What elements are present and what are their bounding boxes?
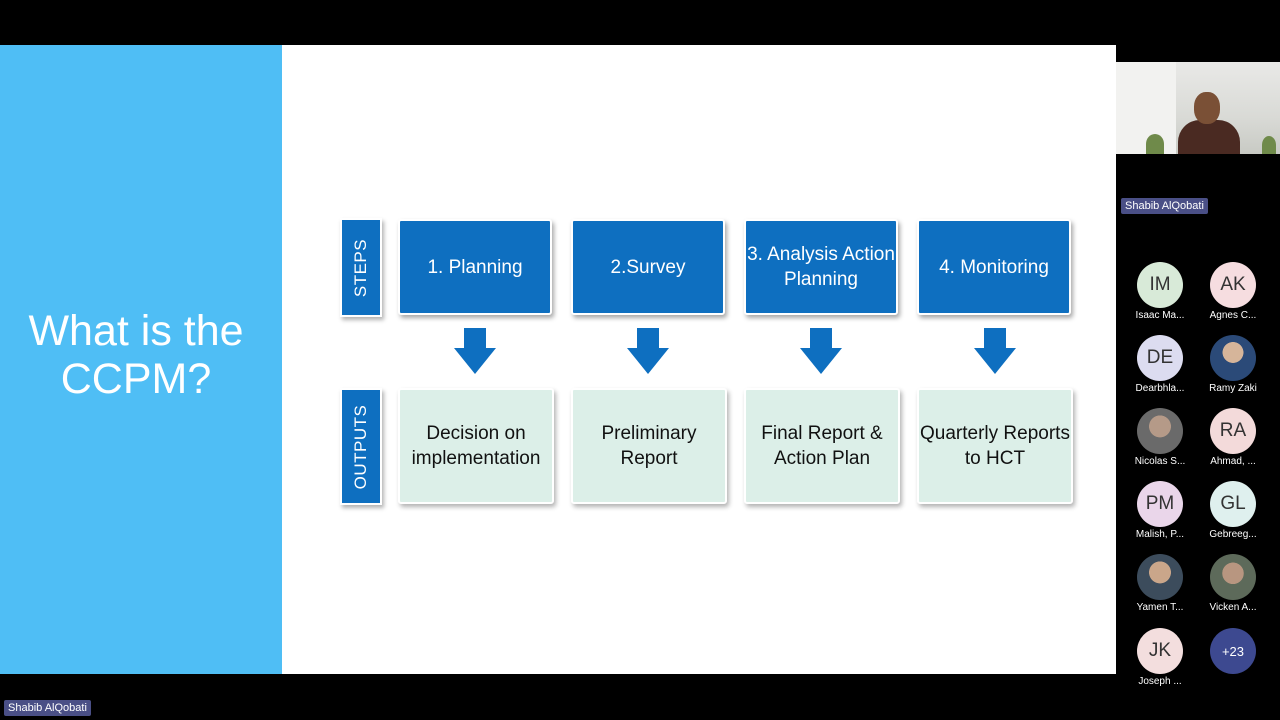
avatar: RA — [1210, 408, 1256, 454]
outputs-label-text: OUTPUTS — [351, 404, 370, 489]
participant-tile[interactable]: Vicken A... — [1198, 554, 1268, 624]
avatar: IM — [1137, 262, 1183, 308]
avatar: DE — [1137, 335, 1183, 381]
participant-name: Joseph ... — [1138, 676, 1182, 687]
participant-tile[interactable]: Ramy Zaki — [1198, 335, 1268, 405]
avatar: GL — [1210, 481, 1256, 527]
presenter-name-tag: Shabib AlQobati — [1121, 198, 1208, 214]
avatar: AK — [1210, 262, 1256, 308]
slide-title-panel: What is the CCPM? — [0, 45, 282, 674]
more-participants-button[interactable]: +23 — [1198, 628, 1268, 698]
participant-name: Isaac Ma... — [1135, 310, 1185, 321]
output-box-4: Quarterly Reports to HCT — [917, 388, 1073, 504]
participant-name: Malish, P... — [1135, 529, 1185, 540]
participant-tile[interactable]: Nicolas S... — [1125, 408, 1195, 478]
participant-name: Dearbhla... — [1135, 383, 1185, 394]
participant-tile[interactable]: RA Ahmad, ... — [1198, 408, 1268, 478]
participant-name: Agnes C... — [1209, 310, 1257, 321]
outputs-label: OUTPUTS — [340, 388, 382, 505]
avatar: PM — [1137, 481, 1183, 527]
avatar-photo — [1137, 554, 1183, 600]
participant-tile[interactable]: GL Gebreeg... — [1198, 481, 1268, 551]
avatar-photo — [1210, 335, 1256, 381]
step-box-1: 1. Planning — [398, 219, 552, 315]
slide-title: What is the CCPM? — [28, 307, 244, 403]
output-box-1: Decision on implementation — [398, 388, 554, 504]
participant-tile[interactable]: DE Dearbhla... — [1125, 335, 1195, 405]
output-box-3: Final Report & Action Plan — [744, 388, 900, 504]
plant-shape — [1262, 136, 1276, 154]
step-box-3: 3. Analysis Action Planning — [744, 219, 898, 315]
step-box-2: 2.Survey — [571, 219, 725, 315]
avatar: JK — [1137, 628, 1183, 674]
presenter-head — [1194, 92, 1220, 124]
participant-name: Vicken A... — [1209, 602, 1257, 613]
steps-label-text: STEPS — [351, 238, 370, 297]
participant-name: Yamen T... — [1136, 602, 1184, 613]
participant-name: Ahmad, ... — [1210, 456, 1256, 467]
plant-shape — [1146, 134, 1164, 154]
participant-tile[interactable]: IM Isaac Ma... — [1125, 262, 1195, 332]
avatar-photo — [1210, 554, 1256, 600]
shared-slide: What is the CCPM? STEPS OUTPUTS 1. Plann… — [0, 45, 1116, 674]
participant-name: Nicolas S... — [1134, 456, 1186, 467]
step-box-4: 4. Monitoring — [917, 219, 1071, 315]
participant-tile[interactable]: AK Agnes C... — [1198, 262, 1268, 332]
participant-name: Ramy Zaki — [1209, 383, 1257, 394]
participant-tile[interactable]: PM Malish, P... — [1125, 481, 1195, 551]
presenter-video[interactable] — [1116, 62, 1280, 154]
bottom-speaker-tag: Shabib AlQobati — [4, 700, 91, 716]
participant-name: Gebreeg... — [1209, 529, 1257, 540]
avatar-photo — [1137, 408, 1183, 454]
participant-tile[interactable]: JK Joseph ... — [1125, 628, 1195, 698]
steps-label: STEPS — [340, 218, 382, 317]
more-participants-count: +23 — [1210, 628, 1256, 674]
participant-tile[interactable]: Yamen T... — [1125, 554, 1195, 624]
presenter-torso — [1178, 120, 1240, 154]
output-box-2: Preliminary Report — [571, 388, 727, 504]
